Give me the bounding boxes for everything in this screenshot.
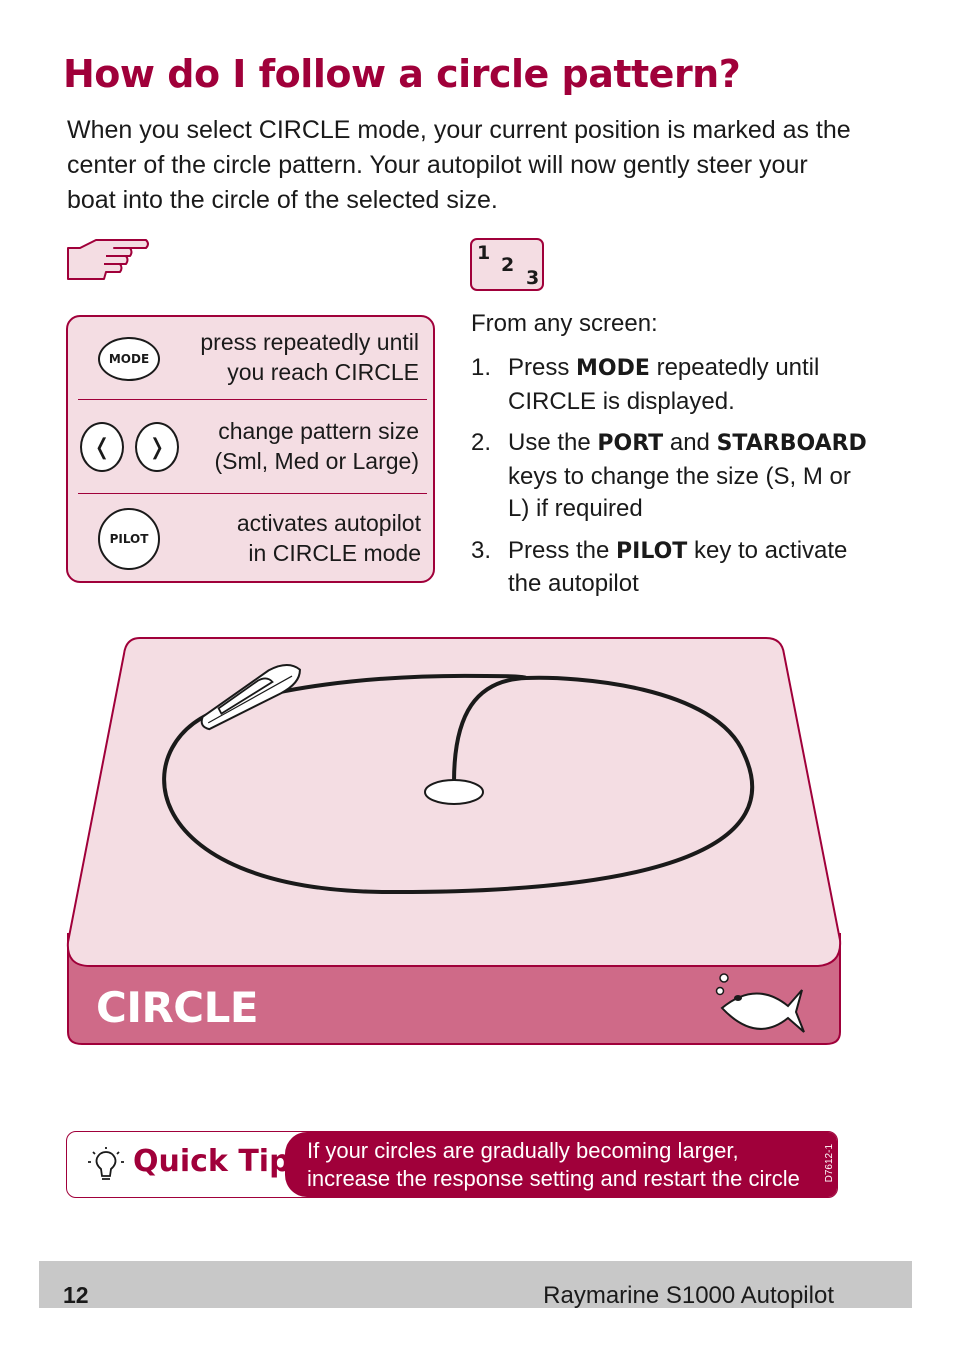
starboard-key[interactable]: ❭ — [135, 422, 179, 472]
steps-icon-digit: 3 — [526, 267, 540, 289]
page-number: 12 — [63, 1282, 89, 1308]
page-footer: 12 Raymarine S1000 Autopilot — [39, 1261, 912, 1309]
instruction-step: 1.Press MODE repeatedly until CIRCLE is … — [471, 354, 820, 415]
chevron-left-icon: ❬ — [92, 434, 112, 459]
figure-code: D7612-1 — [824, 1144, 835, 1183]
key-name: STARBOARD — [716, 431, 867, 456]
key-row-mode: MODE press repeatedly until you reach CI… — [78, 317, 427, 399]
chevron-right-icon: ❭ — [147, 434, 167, 459]
key-description: change pattern size (Sml, Med or Large) — [214, 418, 419, 474]
key-name: PILOT — [616, 538, 688, 564]
fish-icon — [715, 973, 805, 1033]
key-row-pilot: PILOT activates autopilot in CIRCLE mode — [78, 493, 427, 584]
instruction-step: 3.Press the PILOT key to activate the au… — [471, 536, 848, 598]
pointing-hand-icon — [66, 236, 150, 289]
pilot-key[interactable]: PILOT — [98, 508, 160, 570]
key-panel: MODE press repeatedly until you reach CI… — [66, 315, 435, 583]
steps-icon-digit: 2 — [501, 254, 515, 276]
quick-tip-text-panel — [285, 1132, 837, 1197]
instruction-step: 2.Use the PORT and STARBOARD keys to cha… — [471, 429, 867, 522]
quick-tip-title: Quick Tip — [133, 1144, 291, 1179]
key-name: MODE — [576, 356, 650, 381]
key-description: activates autopilot in CIRCLE mode — [236, 510, 421, 566]
lightbulb-icon — [87, 1147, 125, 1188]
key-description: press repeatedly until you reach CIRCLE — [200, 329, 419, 385]
steps-icon-digit: 1 — [477, 242, 491, 264]
port-key[interactable]: ❬ — [80, 422, 124, 472]
numbered-steps-icon: 1 2 3 — [470, 238, 544, 291]
circle-pattern-diagram — [66, 634, 842, 1053]
manual-title: Raymarine S1000 Autopilot — [543, 1282, 834, 1309]
page-title: How do I follow a circle pattern? — [63, 52, 741, 96]
instruction-list: 1.Press MODE repeatedly until CIRCLE is … — [471, 352, 871, 610]
mode-key[interactable]: MODE — [98, 337, 160, 381]
key-row-port-starboard: ❬ ❭ change pattern size (Sml, Med or Lar… — [78, 399, 427, 494]
center-marker-icon — [424, 779, 484, 805]
key-name: PORT — [597, 431, 664, 456]
quick-tip-text: If your circles are gradually becoming l… — [307, 1138, 800, 1197]
boat-icon — [200, 664, 301, 731]
instructions-intro: From any screen: — [471, 310, 658, 337]
diagram-label: CIRCLE — [96, 983, 259, 1032]
quick-tip-box: Quick Tip If your circles are gradually … — [66, 1131, 838, 1198]
intro-paragraph: When you select CIRCLE mode, your curren… — [67, 116, 851, 214]
